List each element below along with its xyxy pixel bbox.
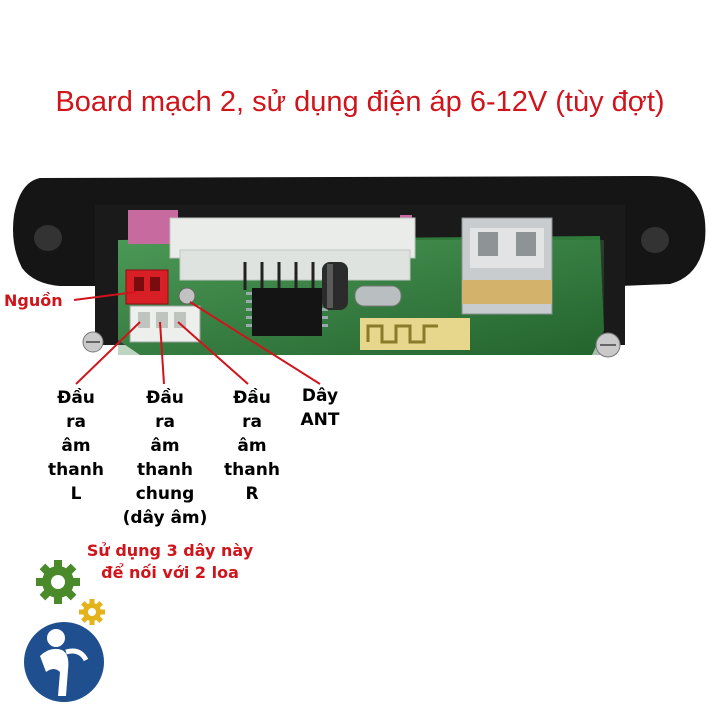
pointer-right xyxy=(177,321,249,385)
label-line: L xyxy=(70,484,82,504)
label-line: Dây xyxy=(301,386,339,406)
label-line: ra xyxy=(155,412,175,432)
capacitor xyxy=(322,262,348,310)
label-line: Đầu xyxy=(233,388,271,408)
antenna-pad xyxy=(178,287,196,305)
label-line: ra xyxy=(66,412,86,432)
bluetooth-pad xyxy=(360,318,470,350)
panel-hole-left xyxy=(34,225,62,251)
person-logo-icon xyxy=(24,622,104,702)
note-line: để nối với 2 loa xyxy=(101,563,239,582)
label-line: Đầu xyxy=(146,388,184,408)
speaker-note: Sử dụng 3 dây này để nối với 2 loa xyxy=(40,540,300,584)
label-power: Nguồn xyxy=(4,291,63,310)
label-line: âm xyxy=(61,436,91,456)
panel-hole-right xyxy=(641,227,669,253)
pointer-ant xyxy=(189,301,321,385)
gear-icon xyxy=(36,560,80,604)
label-line: âm xyxy=(237,436,267,456)
label-line: chung xyxy=(135,484,195,504)
label-line: thanh xyxy=(137,460,193,480)
label-antenna: Dây ANT xyxy=(290,384,350,432)
front-panel xyxy=(13,176,706,286)
label-line: (dây âm) xyxy=(122,508,208,528)
page-title: Board mạch 2, sử dụng điện áp 6-12V (tùy… xyxy=(55,86,665,118)
pointer-common xyxy=(159,321,165,385)
usb-port-icon xyxy=(461,217,553,315)
pointer-left xyxy=(75,321,141,385)
gear-icon xyxy=(79,599,105,625)
label-line: thanh xyxy=(48,460,104,480)
label-output-left: Đầu ra âm thanh L xyxy=(40,386,112,506)
screw-icon xyxy=(82,331,104,353)
label-line: thanh xyxy=(224,460,280,480)
label-line: ra xyxy=(242,412,262,432)
label-line: R xyxy=(245,484,259,504)
label-line: âm xyxy=(150,436,180,456)
chip xyxy=(252,288,322,336)
label-line: Đầu xyxy=(57,388,95,408)
label-output-common: Đầu ra âm thanh chung (dây âm) xyxy=(110,386,220,530)
power-connector xyxy=(125,269,169,305)
note-line: Sử dụng 3 dây này xyxy=(86,541,254,560)
label-line: ANT xyxy=(300,410,340,430)
pointer-power xyxy=(73,291,137,301)
crystal xyxy=(354,285,402,307)
label-output-right: Đầu ra âm thanh R xyxy=(214,386,290,506)
brand-logo xyxy=(24,560,105,702)
screw-icon xyxy=(595,332,621,358)
